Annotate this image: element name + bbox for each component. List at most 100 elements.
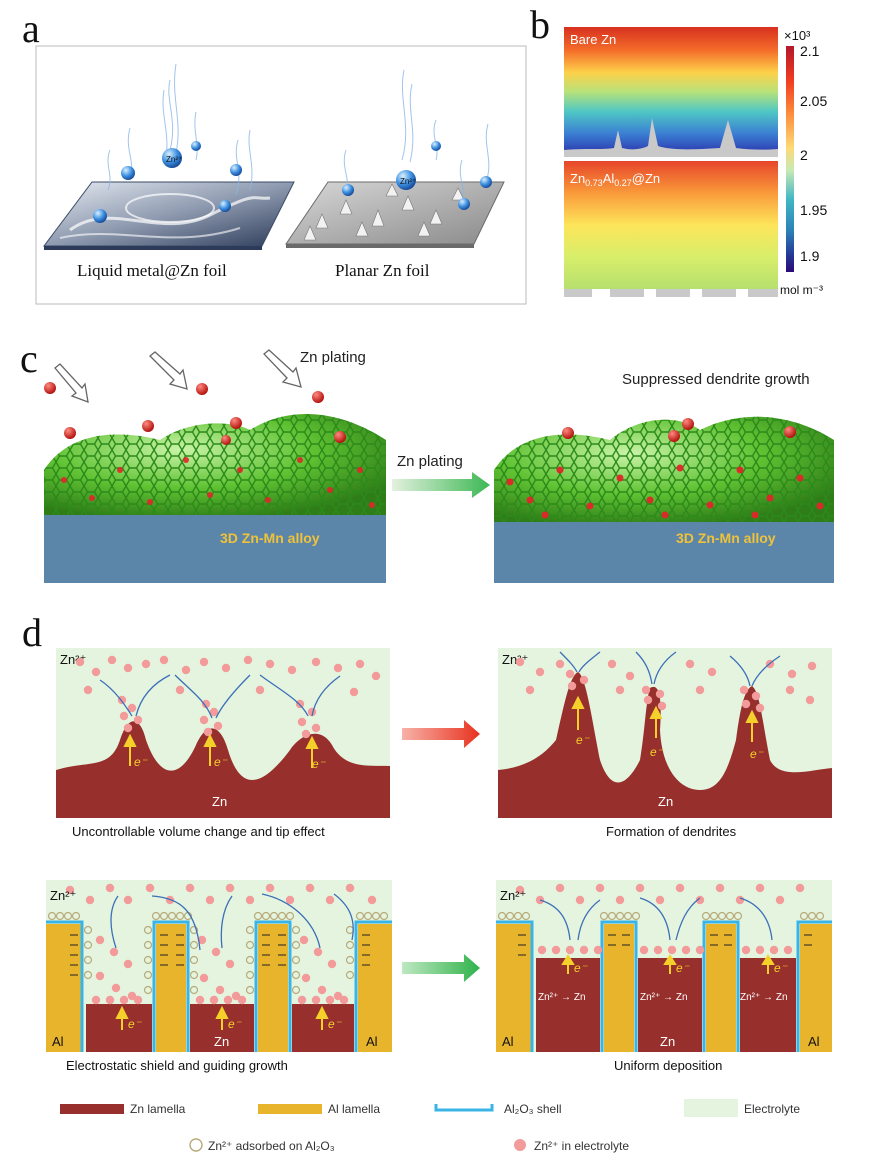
zn-ion-dot (286, 896, 294, 904)
zn-ion-dot (226, 960, 234, 968)
zn-ion-dot (616, 896, 624, 904)
zn-ion-dot (76, 658, 84, 666)
al-label-d3-left: Al (52, 1034, 64, 1049)
zn-ion-dot (298, 718, 306, 726)
zn-ion-dot (676, 884, 684, 892)
electron-label-5: e⁻ (650, 745, 665, 759)
zn-ion-dot (356, 660, 364, 668)
zn-ion-dot (134, 716, 142, 724)
zn-ion-dot (212, 948, 220, 956)
zn-ion-dot (616, 686, 624, 694)
zn-ion-dot (340, 996, 348, 1004)
green-progression-arrow (402, 954, 480, 982)
zn-ion-dot (200, 658, 208, 666)
legend-swatch-adsorbed (190, 1139, 202, 1151)
zn-ion-dot (182, 666, 190, 674)
zn-ion-dot (110, 948, 118, 956)
zn-ion-dot (776, 896, 784, 904)
panel-d: d Zn²⁺ Zn e⁻ e⁻ e⁻ Uncontrolla (22, 610, 832, 1153)
zn-ion-dot (644, 696, 652, 704)
zn-ion-dot (312, 996, 320, 1004)
colorbar-gradient (786, 46, 794, 272)
uniform-deposition-scene: e⁻ e⁻ e⁻ Zn²⁺ → Zn Zn²⁺ → Zn Zn²⁺ → Zn Z… (496, 880, 832, 1073)
colorbar-tick-label: 2.1 (800, 43, 820, 59)
zn-ion-dot (686, 660, 694, 668)
zn-ion-dot (788, 670, 796, 678)
colorbar-tick-label: 1.95 (800, 202, 827, 218)
label-bare-zn: Bare Zn (570, 32, 616, 47)
zn-label-d3: Zn (214, 1034, 229, 1049)
zn-ion-dot (608, 660, 616, 668)
zn-ion-dot (106, 996, 114, 1004)
zn-ion-dot (124, 960, 132, 968)
zn-label-d1: Zn (212, 794, 227, 809)
electron-label-6: e⁻ (750, 747, 765, 761)
zn-ion-dot (536, 668, 544, 676)
zn-ion-dot (186, 884, 194, 892)
zn-mn-alloy-right: 3D Zn-Mn alloy (494, 417, 834, 583)
colorbar-unit: mol m⁻³ (780, 283, 823, 297)
zn-ion-dot (206, 896, 214, 904)
panel-letter-b: b (530, 2, 550, 47)
legend-electrolyte: Electrolyte (744, 1102, 800, 1116)
zn-ion-dot (580, 946, 588, 954)
zn-ion-dot (806, 696, 814, 704)
electron-label-9: e⁻ (328, 1017, 343, 1031)
legend-swatch-al (258, 1104, 322, 1114)
zn-ion-dot (288, 666, 296, 674)
zn-ion-dot (298, 996, 306, 1004)
zn-ion-dot (740, 686, 748, 694)
legend-zn-lamella: Zn lamella (130, 1102, 186, 1116)
zn-ion-dot (796, 884, 804, 892)
zn-ion-dot (200, 716, 208, 724)
ion-label-left: Zn²⁺ (166, 155, 182, 164)
zn-ion-dot (656, 690, 664, 698)
zn-ion-dot (784, 946, 792, 954)
caption-uniform: Uniform deposition (614, 1058, 722, 1073)
electron-label-12: e⁻ (774, 961, 789, 975)
zn-ion-dot (696, 686, 704, 694)
zn-ion-dot (224, 996, 232, 1004)
legend-adsorbed: Zn²⁺ adsorbed on Al₂O₃ (208, 1139, 335, 1153)
electron-label-8: e⁻ (228, 1017, 243, 1031)
zn-ion-dot (716, 884, 724, 892)
caption-planar-zn: Planar Zn foil (335, 261, 430, 280)
caption-liquid-metal: Liquid metal@Zn foil (77, 261, 227, 280)
zn-ion-dot (580, 676, 588, 684)
ion-label-d2: Zn²⁺ (502, 652, 528, 667)
zn-ion-dot (120, 996, 128, 1004)
zn-ion-dot (752, 692, 760, 700)
zn-ion-dot (96, 972, 104, 980)
zn-ion-dot (668, 946, 676, 954)
zn-ion-dot (742, 700, 750, 708)
zn-ion-dot (328, 960, 336, 968)
zn-ion-dot (372, 672, 380, 680)
zn-ion-dot (96, 936, 104, 944)
zn-ion-dot (124, 664, 132, 672)
bare-zn-map: Bare Zn (564, 27, 778, 157)
legend-swatch-electrolyte (684, 1099, 738, 1117)
zn-ion-dot (756, 946, 764, 954)
electron-label-1: e⁻ (134, 755, 149, 769)
zn-ion-dot (516, 658, 524, 666)
zn-ion-dot (756, 704, 764, 712)
electron-label-7: e⁻ (128, 1017, 143, 1031)
zn-ion-dot (566, 946, 574, 954)
incoming-arrows (55, 350, 301, 402)
electron-label-2: e⁻ (214, 755, 229, 769)
zn-ion-dot (526, 686, 534, 694)
electron-label-11: e⁻ (676, 961, 691, 975)
zn-ion-dot (326, 896, 334, 904)
al-label-d4-left: Al (502, 1034, 514, 1049)
zn-ion-dot (222, 664, 230, 672)
zn-ion-dot (326, 996, 334, 1004)
zn-ion-dot (312, 658, 320, 666)
electron-label-3: e⁻ (312, 757, 327, 771)
zn-ion-dot (84, 686, 92, 694)
legend: Zn lamella Al lamella Al₂O₃ shell Electr… (60, 1099, 800, 1153)
zn-ion-dot (576, 896, 584, 904)
label-zn-plating-top: Zn plating (300, 349, 366, 366)
legend-in-electrolyte: Zn²⁺ in electrolyte (534, 1139, 629, 1153)
zn-ion-dot (214, 722, 222, 730)
electron-label-4: e⁻ (576, 733, 591, 747)
